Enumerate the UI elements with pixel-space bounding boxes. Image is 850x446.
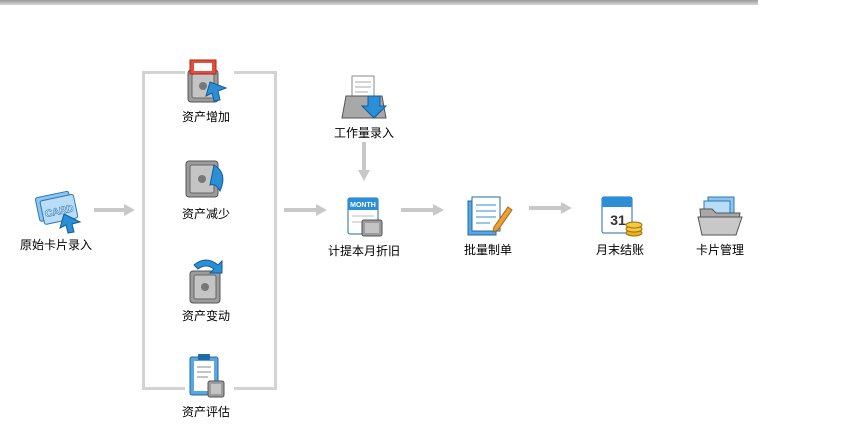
- node-asset-change[interactable]: 资产变动: [180, 257, 232, 323]
- node-label: 资产评估: [181, 405, 230, 419]
- node-label: 计提本月折旧: [328, 244, 401, 258]
- node-monthly-depreciation[interactable]: MONTH 计提本月折旧: [328, 194, 400, 258]
- clipboard-evaluate-icon: [189, 354, 225, 398]
- arrow-card-to-assets: [94, 204, 135, 216]
- node-label: 批量制单: [463, 243, 512, 257]
- safe-change-icon: [189, 259, 223, 304]
- arrow-workload-to-depreciation: [358, 142, 370, 181]
- workflow-canvas: CARD 原始卡片录入 资产增加 资产减少: [0, 0, 758, 419]
- folder-cards-icon: [697, 196, 743, 236]
- calendar-coins-icon: 31: [601, 196, 643, 237]
- node-workload-entry[interactable]: 工作量录入: [334, 74, 394, 140]
- node-label: 卡片管理: [695, 243, 744, 257]
- safe-add-icon: [187, 59, 228, 103]
- arrow-assets-to-depreciation: [284, 204, 327, 216]
- node-asset-evaluation[interactable]: 资产评估: [180, 353, 232, 419]
- card-entry-icon: CARD: [34, 190, 82, 234]
- node-label: 资产变动: [181, 309, 230, 323]
- node-original-card-entry[interactable]: CARD 原始卡片录入: [20, 188, 92, 252]
- right-blank-area: [758, 0, 850, 446]
- group-bracket-right: [234, 71, 277, 390]
- svg-text:MONTH: MONTH: [350, 202, 376, 209]
- node-batch-voucher[interactable]: 批量制单: [460, 193, 516, 257]
- node-label: 月末结账: [595, 243, 644, 257]
- node-month-end-close[interactable]: 31 月末结账: [594, 193, 646, 257]
- node-label: 资产减少: [181, 207, 230, 221]
- arrow-voucher-to-close: [529, 202, 572, 214]
- documents-pen-icon: [467, 196, 513, 236]
- node-label: 资产增加: [181, 110, 230, 124]
- node-label: 工作量录入: [334, 126, 395, 140]
- group-bracket-left: [142, 71, 185, 390]
- node-asset-decrease[interactable]: 资产减少: [180, 155, 232, 221]
- svg-text:31: 31: [610, 212, 626, 228]
- top-divider: [0, 0, 758, 5]
- safe-reduce-icon: [185, 160, 224, 198]
- node-asset-increase[interactable]: 资产增加: [180, 58, 232, 124]
- arrow-depreciation-to-voucher: [401, 204, 444, 216]
- tray-input-icon: [341, 75, 388, 119]
- node-card-management[interactable]: 卡片管理: [694, 193, 746, 257]
- node-label: 原始卡片录入: [20, 238, 93, 252]
- month-calendar-icon: MONTH: [347, 197, 383, 237]
